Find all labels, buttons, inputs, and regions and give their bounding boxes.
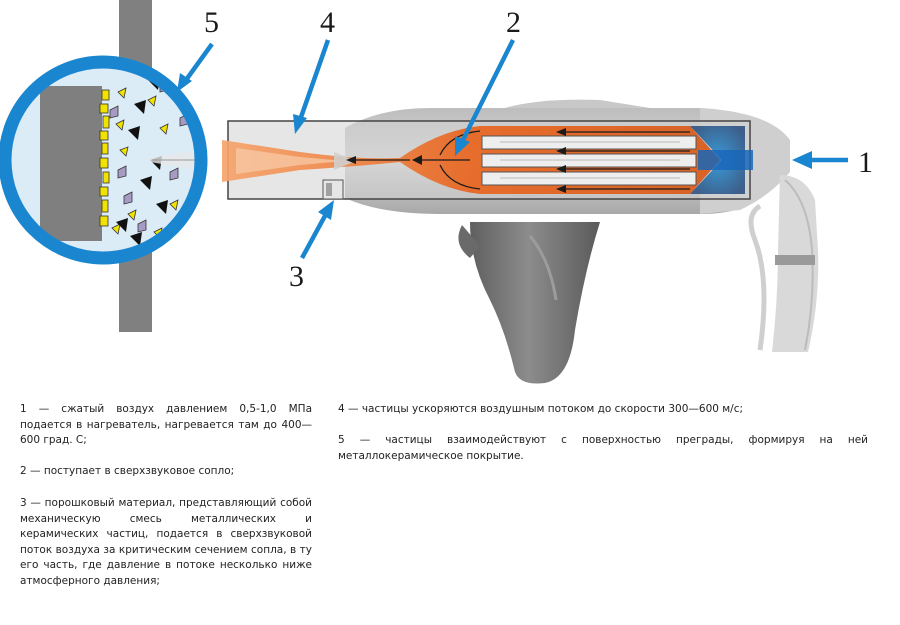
magnified-view [0,55,208,265]
callout-arrows [177,38,848,260]
description-3: 3 — порошковый материал, представляющий … [20,497,312,587]
callout-arrow-5 [184,42,214,82]
flow-arrows [346,128,690,193]
description-4: 4 — частицы ускоряются воздушным потоком… [338,403,744,415]
heater-chamber [690,126,745,194]
description-1: 1 — сжатый воздух давлением 0,5-1,0 МПа … [20,403,312,446]
callout-3: 3 [289,260,304,293]
callout-1: 1 [858,146,873,179]
heater-tubes [481,135,697,186]
callout-arrow-4 [297,39,331,121]
description-2: 2 — поступает в сверхзвуковое сопло; [20,465,235,477]
air-hose [748,175,819,352]
gun-handle [458,222,600,384]
callout-4: 4 [320,6,335,39]
callout-5: 5 [204,6,219,39]
callout-2: 2 [506,6,521,39]
cold-spray-gun-diagram [0,0,848,384]
description-5: 5 — частицы взаимодействуют с поверхност… [338,434,868,462]
callout-arrow-3 [300,212,328,260]
callout-arrow-2 [459,38,516,144]
